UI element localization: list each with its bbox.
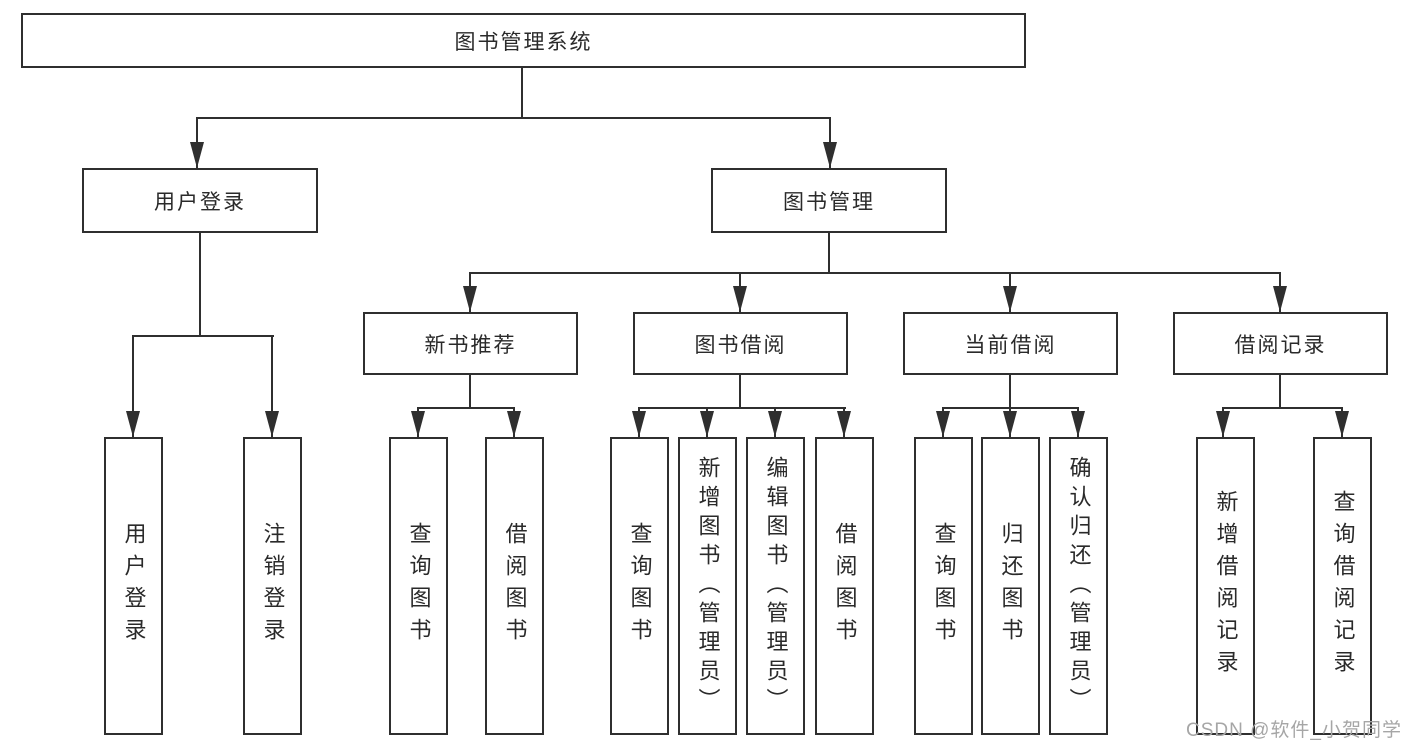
connector-arrow-bb-add [706,407,708,437]
connector-book-borrow-stem [739,375,741,408]
connector-new-book-branch [417,407,515,409]
node-user-login-label: 用户登录 [154,190,246,214]
leaf-borrow-add-book-admin: 新增图书（管理员） [678,437,737,735]
node-borrow-records: 借阅记录 [1173,312,1388,375]
leaf-current-query-books-label: 查询图书 [931,522,957,650]
leaf-newbook-borrow-books: 借阅图书 [485,437,544,735]
leaf-current-confirm-return-admin: 确认归还（管理员） [1049,437,1108,735]
leaf-current-return-books-label: 归还图书 [998,522,1024,650]
leaf-current-return-books: 归还图书 [981,437,1040,735]
leaf-logout-label: 注销登录 [260,522,286,650]
leaf-newbook-borrow-books-label: 借阅图书 [502,522,528,650]
connector-user-login-branch [132,335,274,337]
connector-arrow-nb-query [417,407,419,437]
leaf-user-login: 用户登录 [104,437,163,735]
connector-arrow-leaf-logout [271,335,273,437]
connector-arrow-br-add [1222,407,1224,437]
connector-arrow-cb-query [942,407,944,437]
node-user-login: 用户登录 [82,168,318,233]
leaf-user-login-label: 用户登录 [121,522,147,650]
connector-borrow-records-branch [1222,407,1343,409]
connector-arrow-user-login [196,117,198,168]
node-borrow-records-label: 借阅记录 [1234,333,1327,357]
node-book-management: 图书管理 [711,168,947,233]
connector-new-book-stem [469,375,471,408]
connector-book-mgmt-stem [828,233,830,273]
leaf-borrow-edit-book-admin-label: 编辑图书（管理员） [763,455,789,717]
node-book-management-label: 图书管理 [783,190,875,214]
connector-arrow-borrow-records [1279,272,1281,312]
connector-arrow-new-book [469,272,471,312]
connector-arrow-book-borrow [739,272,741,312]
node-new-book-recommend: 新书推荐 [363,312,578,375]
node-current-borrow: 当前借阅 [903,312,1118,375]
connector-level3-branch [469,272,1281,274]
node-book-borrow-label: 图书借阅 [694,333,787,357]
leaf-records-query-record-label: 查询借阅记录 [1330,490,1356,682]
leaf-newbook-query-books-label: 查询图书 [406,522,432,650]
leaf-borrow-edit-book-admin: 编辑图书（管理员） [746,437,805,735]
connector-book-borrow-branch [638,407,846,409]
leaf-borrow-add-book-admin-label: 新增图书（管理员） [695,455,721,717]
connector-arrow-cb-confirm [1077,407,1079,437]
connector-arrow-book-mgmt [829,117,831,168]
connector-arrow-current-borrow [1009,272,1011,312]
csdn-watermark: CSDN @软件_小贺同学 [1186,720,1402,741]
leaf-current-confirm-return-admin-label: 确认归还（管理员） [1066,455,1092,717]
connector-arrow-bb-borrow [843,407,845,437]
node-current-borrow-label: 当前借阅 [964,333,1057,357]
connector-arrow-bb-query [638,407,640,437]
leaf-borrow-borrow-books-label: 借阅图书 [832,522,858,650]
leaf-borrow-borrow-books: 借阅图书 [815,437,874,735]
connector-arrow-leaf-login [132,335,134,437]
leaf-borrow-query-books-label: 查询图书 [627,522,653,650]
leaf-records-add-record-label: 新增借阅记录 [1213,490,1239,682]
node-root-label: 图书管理系统 [454,30,593,54]
leaf-logout: 注销登录 [243,437,302,735]
connector-arrow-br-query [1341,407,1343,437]
connector-level2-branch [196,117,831,119]
node-book-borrow: 图书借阅 [633,312,848,375]
connector-arrow-cb-return [1009,407,1011,437]
leaf-newbook-query-books: 查询图书 [389,437,448,735]
node-root-library-system: 图书管理系统 [21,13,1026,68]
leaf-current-query-books: 查询图书 [914,437,973,735]
connector-arrow-nb-borrow [513,407,515,437]
connector-borrow-records-stem [1279,375,1281,408]
connector-user-login-stem [199,233,201,336]
connector-arrow-bb-edit [774,407,776,437]
leaf-borrow-query-books: 查询图书 [610,437,669,735]
leaf-records-add-record: 新增借阅记录 [1196,437,1255,735]
leaf-records-query-record: 查询借阅记录 [1313,437,1372,735]
connector-root-stem [521,68,523,118]
node-new-book-recommend-label: 新书推荐 [424,333,517,357]
connector-current-borrow-stem [1009,375,1011,408]
